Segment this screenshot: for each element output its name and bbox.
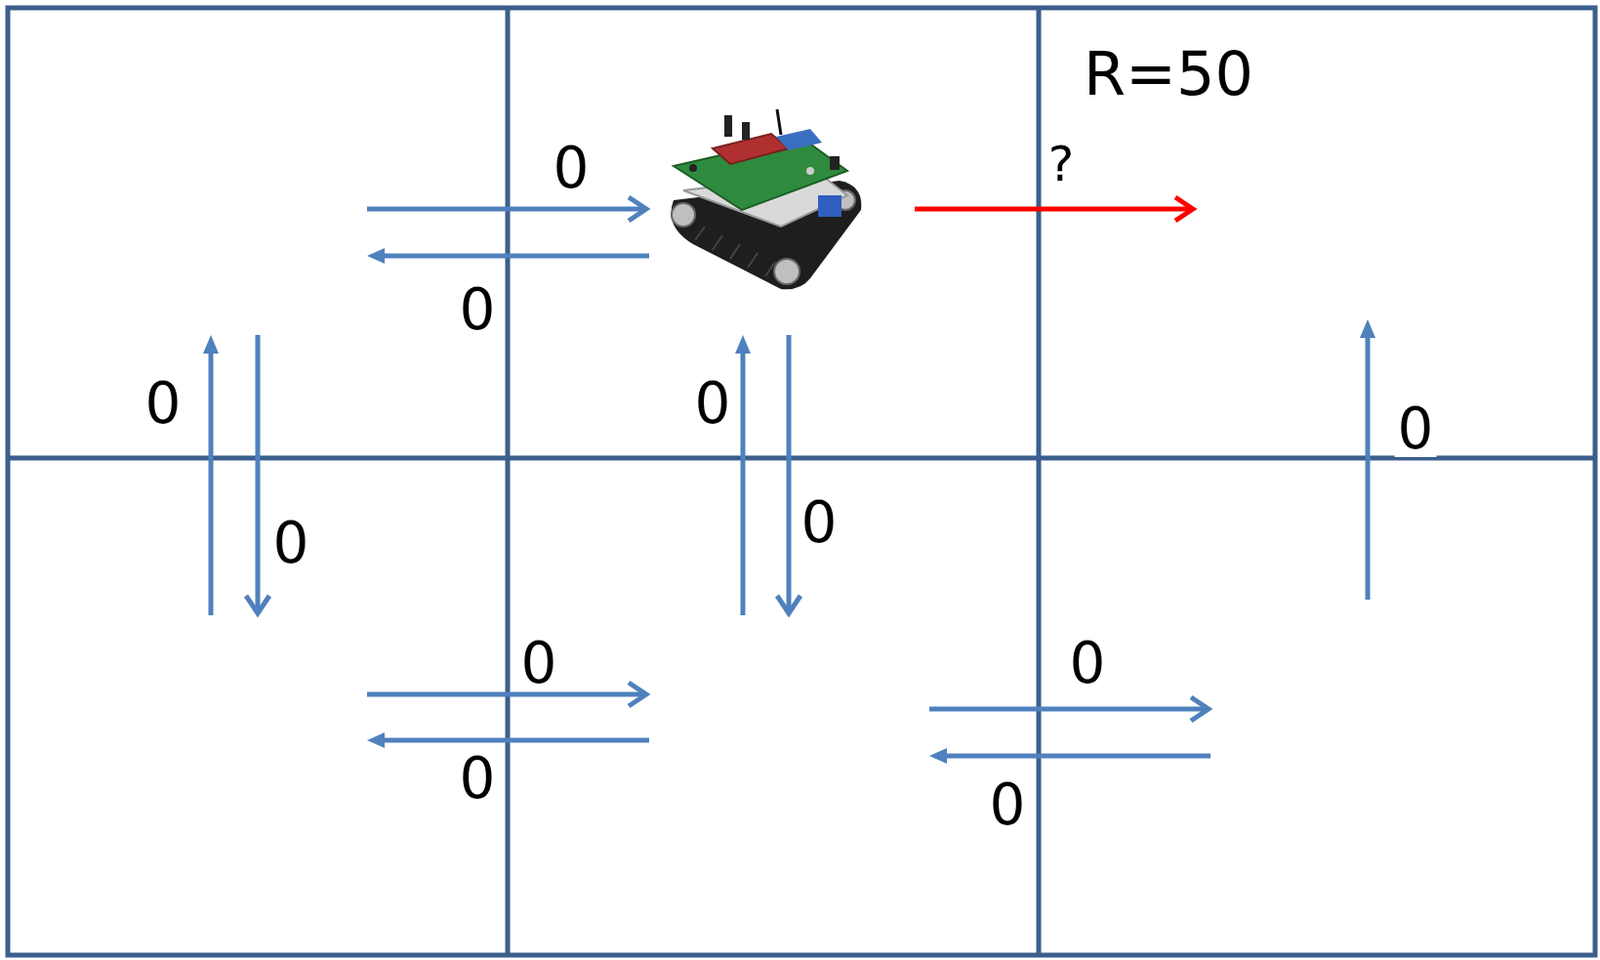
arrow-head	[1175, 197, 1193, 221]
arrow-head	[777, 595, 801, 614]
robot-part	[689, 164, 698, 172]
arrow-right	[929, 706, 1209, 712]
grid-border	[7, 7, 1596, 955]
robot-illustration	[671, 109, 862, 289]
arrow-right	[367, 206, 647, 212]
arrow-right	[914, 206, 1193, 212]
arrow-head	[367, 732, 385, 748]
arrow-head	[628, 197, 647, 221]
robot-part	[806, 166, 815, 175]
arrow-up	[740, 351, 746, 616]
robot-board	[712, 133, 789, 165]
transition-reward: 0	[142, 374, 185, 432]
robot-battery	[818, 195, 842, 217]
arrow-up	[208, 351, 214, 616]
robot-wheel	[671, 203, 696, 227]
reward-label: R=50	[1080, 43, 1257, 105]
arrow-head	[203, 334, 219, 354]
transition-reward: 0	[1394, 400, 1437, 457]
arrow-head	[628, 682, 647, 706]
robot-header	[724, 115, 733, 137]
arrow-right	[367, 692, 647, 698]
grid-lines	[7, 7, 1596, 955]
transition-reward: 0	[456, 749, 499, 807]
transition-reward: 0	[518, 634, 561, 692]
robot-module	[776, 128, 822, 151]
arrow-down	[255, 334, 261, 614]
robot-header	[829, 156, 840, 170]
arrow-head	[735, 334, 751, 354]
arrow-left	[944, 753, 1211, 759]
arrow-up	[1365, 335, 1371, 600]
transition-reward: 0	[798, 493, 841, 551]
arrow-head	[929, 747, 947, 764]
grid-line	[7, 455, 1596, 461]
grid-line	[505, 7, 511, 955]
arrow-left	[382, 253, 650, 259]
grid-line	[1036, 7, 1042, 955]
transition-reward: 0	[986, 776, 1029, 833]
arrow-head	[246, 595, 270, 614]
transition-reward: 0	[1066, 634, 1109, 692]
arrow-head	[367, 247, 385, 264]
robot-wheel	[774, 258, 800, 285]
arrow-head	[1190, 697, 1209, 721]
unknown-value: ?	[1045, 139, 1078, 189]
arrow-head	[1359, 319, 1376, 338]
arrow-down	[786, 334, 792, 614]
robot-antenna	[777, 109, 781, 135]
transition-reward: 0	[692, 374, 735, 432]
robot-header	[741, 122, 750, 140]
query-arrow	[914, 197, 1193, 221]
transition-arrows	[203, 197, 1376, 764]
transition-reward: 0	[550, 139, 593, 197]
arrow-left	[382, 738, 650, 743]
transition-reward: 0	[456, 281, 499, 338]
transition-reward: 0	[270, 514, 313, 572]
